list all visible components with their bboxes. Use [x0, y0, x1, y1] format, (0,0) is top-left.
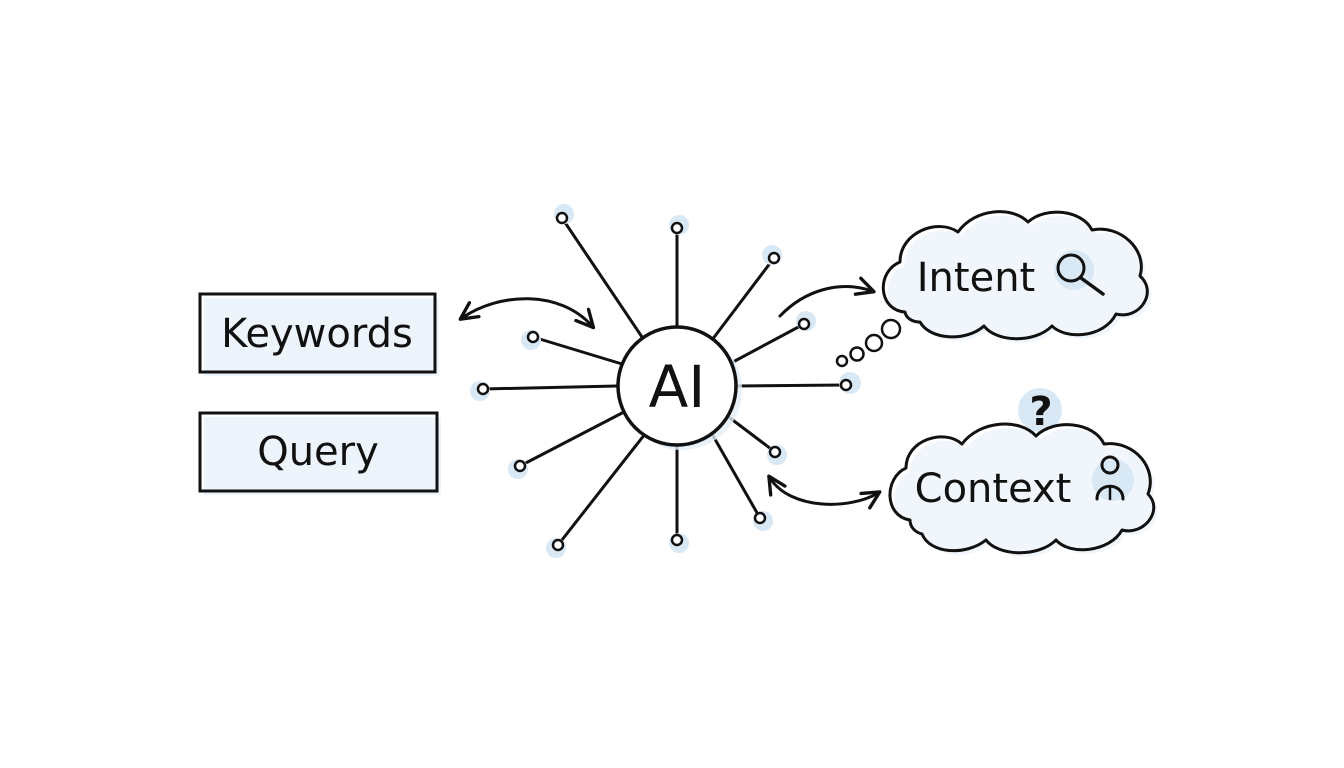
hub-spokes	[481, 216, 848, 547]
question-mark-label: ?	[1029, 389, 1052, 435]
magnifier-icon	[1054, 250, 1105, 296]
keywords-label: Keywords	[221, 311, 413, 357]
spoke-node	[551, 538, 565, 552]
spoke-node	[670, 533, 684, 547]
spoke	[560, 216, 646, 342]
query-box: Query	[198, 411, 441, 495]
question-mark: ?	[1018, 388, 1062, 435]
spoke	[710, 256, 776, 342]
spoke-node	[797, 317, 811, 331]
spoke-node	[670, 221, 684, 235]
spoke	[736, 383, 848, 388]
spoke	[518, 410, 626, 468]
spoke	[710, 432, 762, 520]
ai-context-arrow	[767, 474, 882, 510]
person-icon	[1092, 455, 1134, 501]
spoke-node	[767, 251, 781, 265]
spoke-node	[513, 459, 527, 473]
intent-cloud: Intent	[881, 210, 1152, 343]
spoke	[481, 384, 619, 391]
intent-label: Intent	[917, 255, 1035, 301]
spoke-node	[768, 445, 782, 459]
context-label: Context	[915, 466, 1072, 512]
spoke-node	[839, 378, 853, 392]
spoke-node	[753, 511, 767, 525]
keywords-ai-arrow	[458, 297, 596, 330]
ai-hub: AI	[616, 325, 742, 450]
spoke	[531, 335, 624, 366]
ai-label: AI	[649, 353, 706, 421]
thought-bubbles	[835, 318, 902, 368]
spoke-node	[476, 382, 490, 396]
spoke-nodes	[470, 204, 861, 558]
spoke-node	[555, 211, 569, 225]
spoke	[728, 416, 777, 454]
keywords-box: Keywords	[198, 292, 439, 376]
spoke	[556, 432, 647, 547]
query-label: Query	[257, 429, 379, 475]
spoke	[731, 322, 806, 364]
context-cloud: Context	[888, 422, 1158, 557]
spoke-node	[526, 330, 540, 344]
ai-intent-arrow	[778, 276, 876, 318]
